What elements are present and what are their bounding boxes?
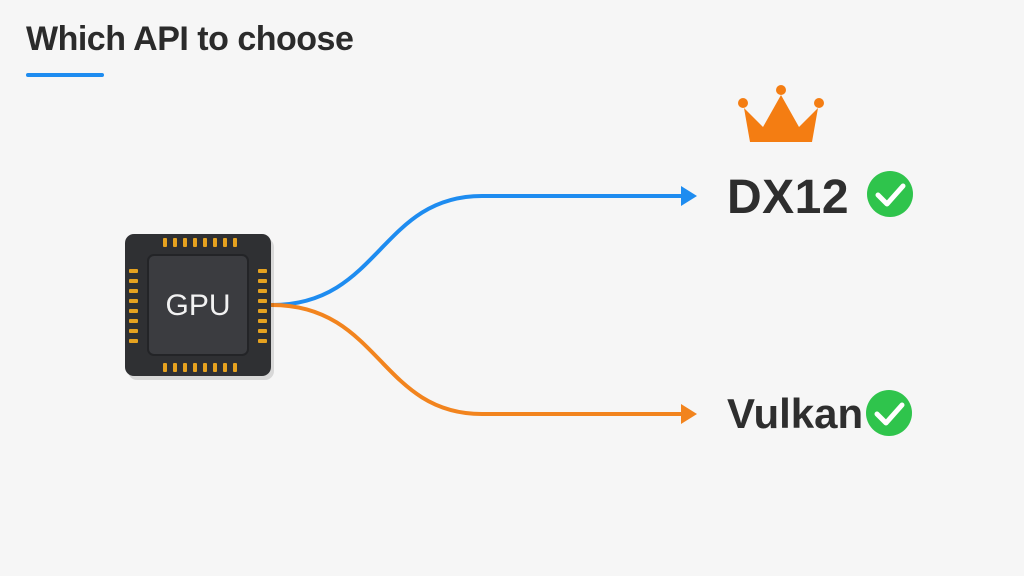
chip-die (147, 254, 249, 356)
page-title: Which API to choose (26, 20, 354, 58)
title-underline (26, 73, 104, 77)
arrowhead-vulkan (681, 404, 697, 424)
arrowhead-dx12 (681, 186, 697, 206)
crown-icon (738, 85, 824, 142)
api-label-vulkan: Vulkan (727, 390, 864, 437)
check-icon (866, 390, 912, 436)
chip-pins (129, 238, 267, 372)
chip-label: GPU (165, 289, 230, 322)
connector-vulkan (270, 303, 684, 416)
gpu-chip-icon: GPU (125, 234, 274, 380)
check-icon (867, 171, 913, 217)
api-label-dx12: DX12 (727, 171, 850, 224)
connector-dx12 (270, 194, 684, 307)
